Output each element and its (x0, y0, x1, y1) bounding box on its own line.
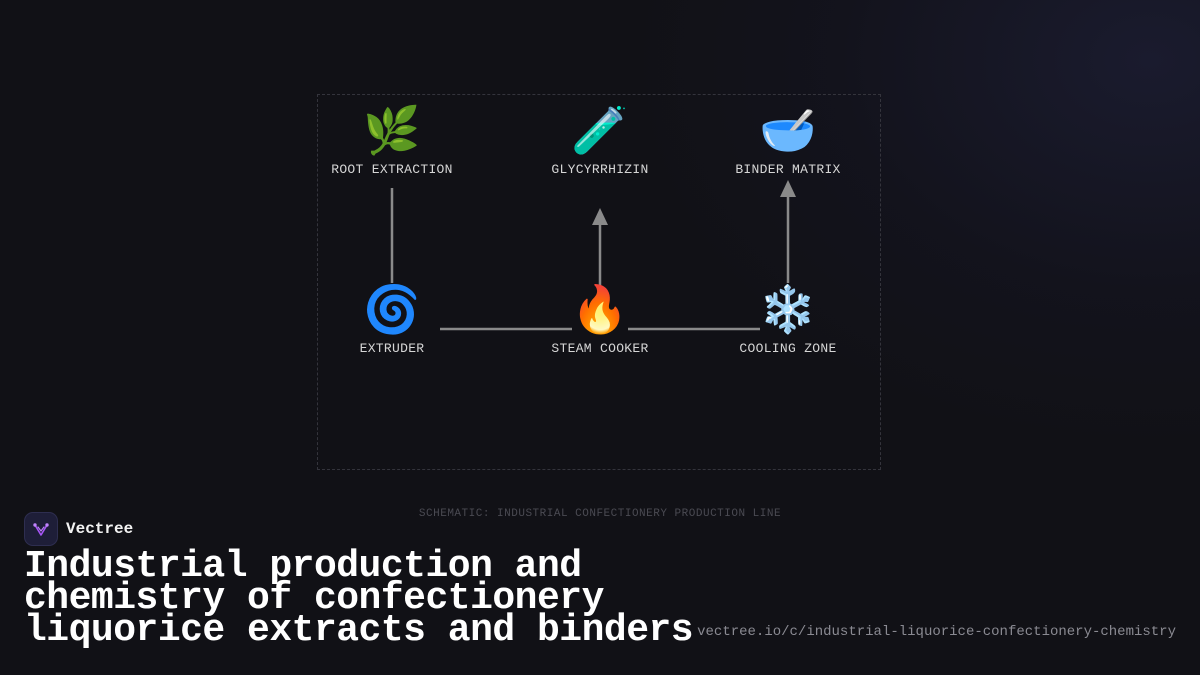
vectree-logo-icon (24, 512, 58, 546)
test-tube-icon: 🧪 (571, 108, 629, 160)
page-title: Industrial production and chemistry of c… (24, 545, 694, 652)
fire-icon: 🔥 (571, 287, 629, 339)
node-steam-cooker: 🔥 STEAM COOKER (520, 285, 680, 356)
snowflake-icon: ❄️ (759, 287, 817, 339)
node-label: EXTRUDER (359, 341, 425, 356)
diagram-caption: SCHEMATIC: INDUSTRIAL CONFECTIONERY PROD… (418, 508, 782, 520)
brand-name: Vectree (66, 520, 134, 538)
diagram-frame (317, 94, 881, 470)
bowl-icon: 🥣 (759, 108, 817, 160)
node-label: STEAM COOKER (551, 341, 649, 356)
node-glycyrrhizin: 🧪 GLYCYRRHIZIN (520, 106, 680, 177)
node-binder-matrix: 🥣 BINDER MATRIX (708, 106, 868, 177)
cyclone-icon: 🌀 (363, 287, 421, 339)
herb-icon: 🌿 (363, 108, 421, 160)
page-url[interactable]: vectree.io/c/industrial-liquorice-confec… (697, 624, 1176, 640)
node-label: ROOT EXTRACTION (331, 162, 453, 177)
node-extruder: 🌀 EXTRUDER (312, 285, 472, 356)
node-cooling-zone: ❄️ COOLING ZONE (708, 285, 868, 356)
node-label: COOLING ZONE (739, 341, 837, 356)
brand[interactable]: Vectree (24, 512, 133, 546)
node-label: GLYCYRRHIZIN (551, 162, 649, 177)
node-label: BINDER MATRIX (735, 162, 841, 177)
node-root-extraction: 🌿 ROOT EXTRACTION (312, 106, 472, 177)
